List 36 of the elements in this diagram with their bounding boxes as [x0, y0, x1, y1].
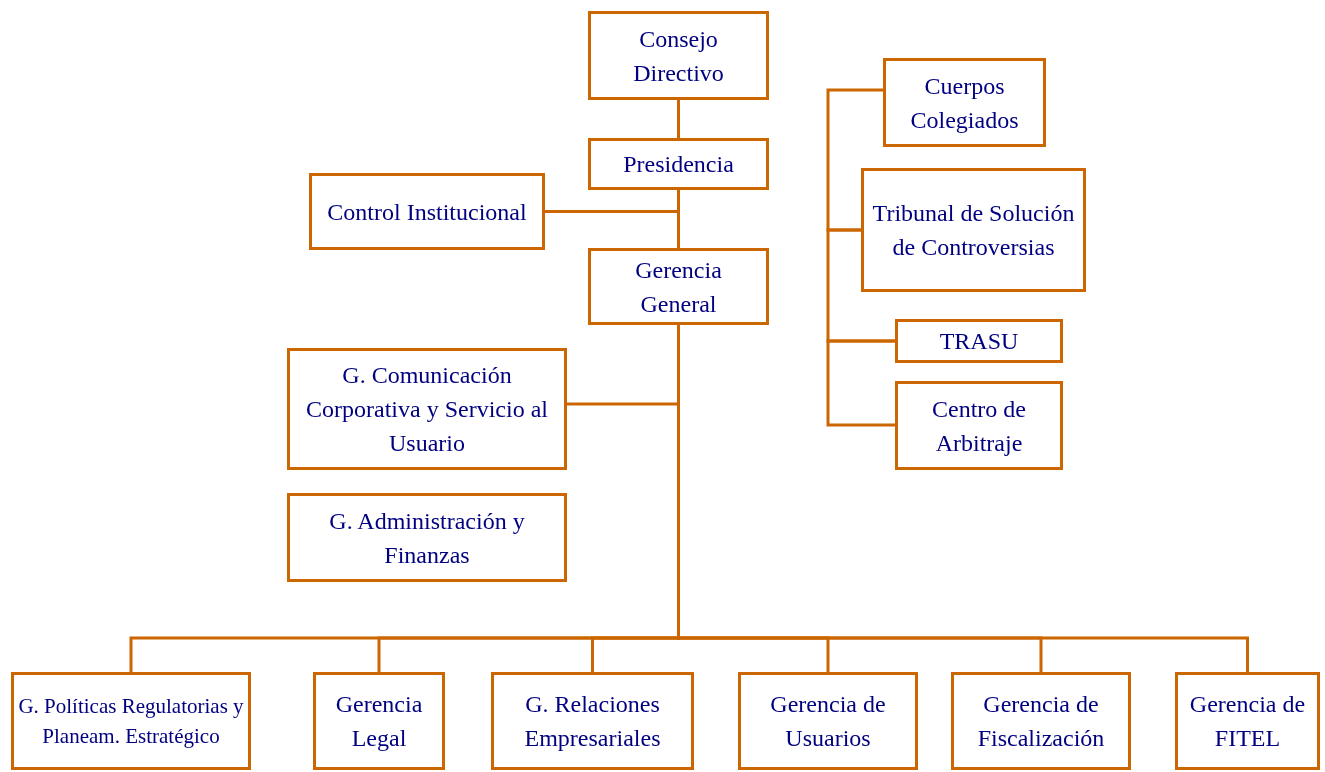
unit-name: Gerencia de Usuarios — [769, 690, 887, 753]
org-box — [11, 672, 251, 770]
org-box — [588, 11, 769, 100]
org-box — [588, 138, 769, 190]
connector-line — [826, 88, 883, 232]
org-box — [895, 381, 1063, 470]
org-box — [287, 348, 567, 470]
unit-name: Consejo Directivo — [632, 24, 725, 88]
unit-name: G. Políticas Regulatorias y Planeam. Estratégico — [18, 693, 244, 750]
unit-name: Tribunal de Solución de Controversias — [871, 199, 1076, 262]
unit-name: Presidencia — [623, 150, 734, 179]
org-box — [313, 672, 445, 770]
unit-name: G. Comunicación Corporativa y Servicio al Usuario — [305, 361, 549, 458]
unit-name: Cuerpos Colegiados — [909, 71, 1020, 135]
unit-name: G. Relaciones Empresariales — [523, 690, 662, 753]
unit-name: Control Institucional — [327, 197, 527, 227]
org-box — [895, 319, 1063, 363]
org-box — [883, 58, 1046, 147]
org-box — [738, 672, 918, 770]
unit-name: Centro de Arbitraje — [931, 394, 1027, 458]
connector-line — [826, 339, 895, 427]
org-box — [491, 672, 694, 770]
unit-name: Gerencia General — [634, 255, 723, 319]
connector-line — [545, 190, 680, 213]
org-box — [861, 168, 1086, 292]
unit-name: Gerencia Legal — [334, 690, 424, 753]
org-box — [309, 173, 545, 250]
unit-name: G. Administración y Finanzas — [328, 506, 526, 570]
org-box — [588, 248, 769, 325]
connector-line — [677, 100, 680, 138]
unit-name: Gerencia de Fiscalización — [976, 690, 1106, 753]
unit-name: TRASU — [939, 327, 1019, 356]
org-box — [1175, 672, 1320, 770]
unit-name: Gerencia de FITEL — [1188, 690, 1307, 753]
org-box — [951, 672, 1131, 770]
org-box — [287, 493, 567, 582]
